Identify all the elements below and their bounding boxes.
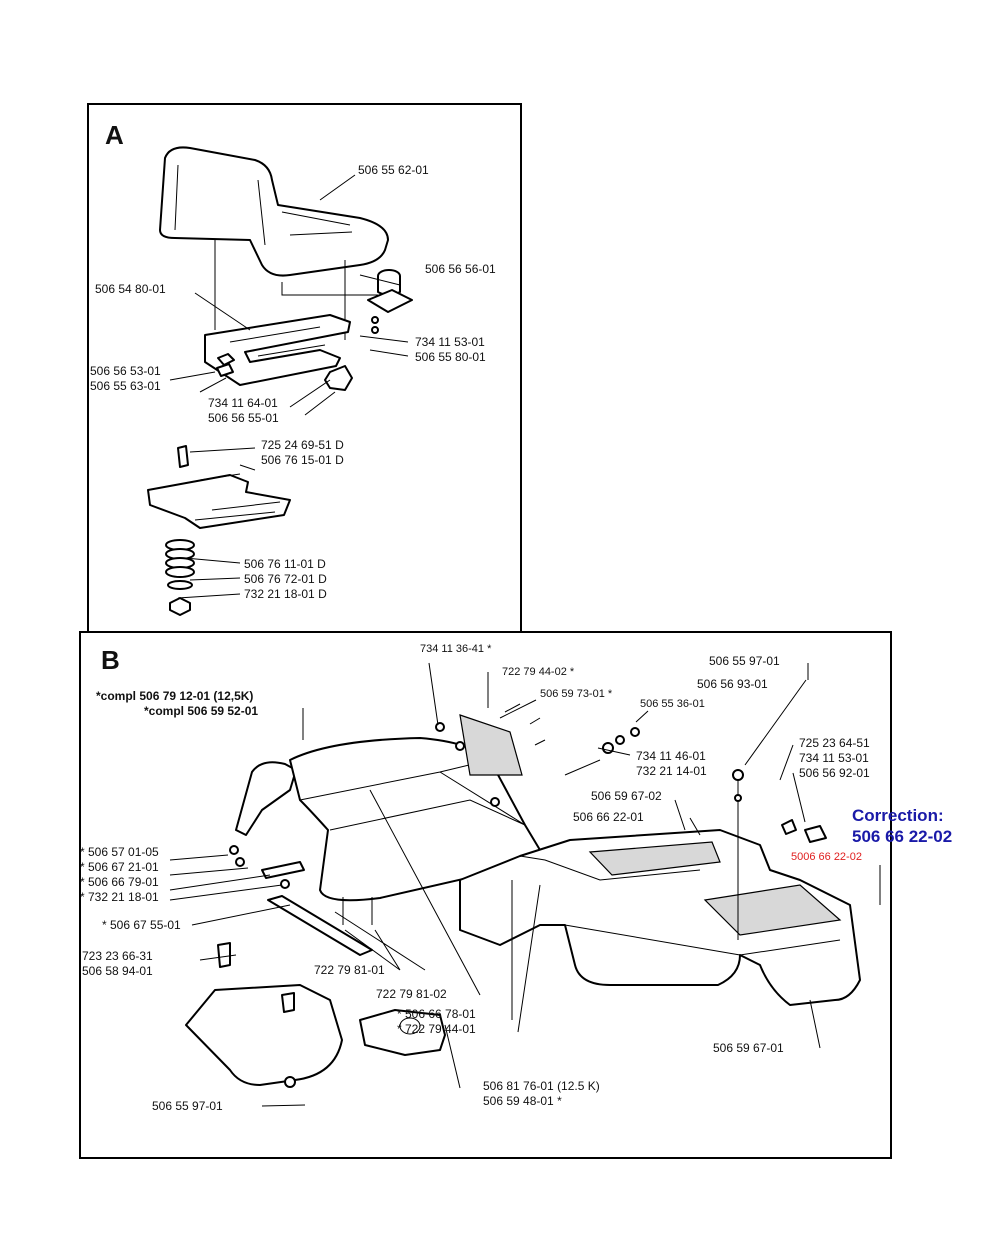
label-bracket: 506 55 80-01: [415, 350, 486, 364]
panel-a-letter: A: [105, 120, 124, 150]
label-f2: * 722 79 44-01: [397, 1022, 476, 1036]
mat-rear-drawing: [703, 884, 842, 936]
label-tray2: 506 59 48-01 *: [483, 1094, 562, 1108]
label-p2: 734 11 53-01: [799, 751, 869, 765]
label-s2: * 506 67 21-01: [80, 860, 159, 874]
label-s4: * 732 21 18-01: [80, 890, 159, 904]
label-screw-top: 722 79 44-02 *: [502, 666, 575, 678]
label-washer1: 506 55 63-01: [90, 379, 161, 393]
label-screw-d: 725 24 69-51 D: [261, 438, 344, 452]
label-cap: 506 56 56-01: [425, 262, 496, 276]
label-bolt3: 723 23 66-31: [82, 949, 153, 963]
spring-drawing: [165, 539, 195, 616]
panel-a-frame: [87, 103, 522, 633]
label-bolt4: 506 58 94-01: [82, 964, 153, 978]
label-compl2: *compl 506 59 52-01: [144, 704, 259, 718]
lever-drawing: [235, 761, 297, 836]
cap-drawing: [281, 269, 413, 313]
rear-body-drawing: [459, 829, 861, 1006]
label-plate-top: 506 59 73-01 *: [540, 688, 613, 700]
panel-b-frame: [79, 631, 892, 1159]
label-clip2: 722 79 81-02: [376, 987, 447, 1001]
plate-drawing: [204, 314, 351, 386]
label-spring-d: 506 76 11-01 D: [244, 557, 326, 571]
label-f1: * 506 66 78-01: [397, 1007, 476, 1021]
label-cover: 506 55 97-01: [152, 1099, 223, 1113]
label-knob1: 734 11 64-01: [208, 396, 278, 410]
label-red-part: 5006 66 22-02: [791, 851, 862, 863]
mat-front-drawing: [588, 841, 721, 876]
label-nut-d: 732 21 18-01 D: [244, 587, 327, 601]
label-tray1: 506 81 76-01 (12.5 K): [483, 1079, 600, 1093]
seat-drawing: [159, 146, 389, 340]
label-s1: * 506 57 01-05: [80, 845, 159, 859]
label-frame: 506 66 22-01: [573, 810, 644, 824]
frame-d-drawing: [147, 474, 291, 529]
bottom-cover-drawing: [185, 984, 343, 1086]
label-screw2: 506 55 36-01: [640, 698, 705, 710]
label-bolt-top: 734 11 36-41 *: [420, 643, 492, 655]
label-washer-d: 506 76 72-01 D: [244, 572, 327, 586]
label-strap: * 506 67 55-01: [102, 918, 181, 932]
label-clip1: 722 79 81-01: [314, 963, 385, 977]
label-seat: 506 55 62-01: [358, 163, 429, 177]
tray-drawing: [359, 1009, 446, 1056]
label-plate: 506 54 80-01: [95, 282, 166, 296]
correction-title: Correction:: [852, 806, 944, 825]
label-nut2: 734 11 46-01: [636, 749, 706, 763]
label-nut1: 506 56 53-01: [90, 364, 161, 378]
label-washer2: 732 21 14-01: [636, 764, 707, 778]
label-frame-d: 506 76 15-01 D: [261, 453, 344, 467]
label-bolt1: 734 11 53-01: [415, 335, 485, 349]
label-mat: 506 59 67-02: [591, 789, 662, 803]
label-p1: 725 23 64-51: [799, 736, 870, 750]
label-p3: 506 56 92-01: [799, 766, 870, 780]
correction-number: 506 66 22-02: [852, 827, 953, 846]
label-fender: 506 59 67-01: [713, 1041, 784, 1055]
label-rod2: 506 56 93-01: [697, 677, 768, 691]
label-s3: * 506 66 79-01: [80, 875, 159, 889]
small-plate-drawing: [459, 714, 523, 776]
panel-b-letter: B: [101, 645, 120, 675]
label-compl1: *compl 506 79 12-01 (12,5K): [96, 689, 254, 703]
label-rod1: 506 55 97-01: [709, 654, 780, 668]
label-knob2: 506 56 55-01: [208, 411, 279, 425]
